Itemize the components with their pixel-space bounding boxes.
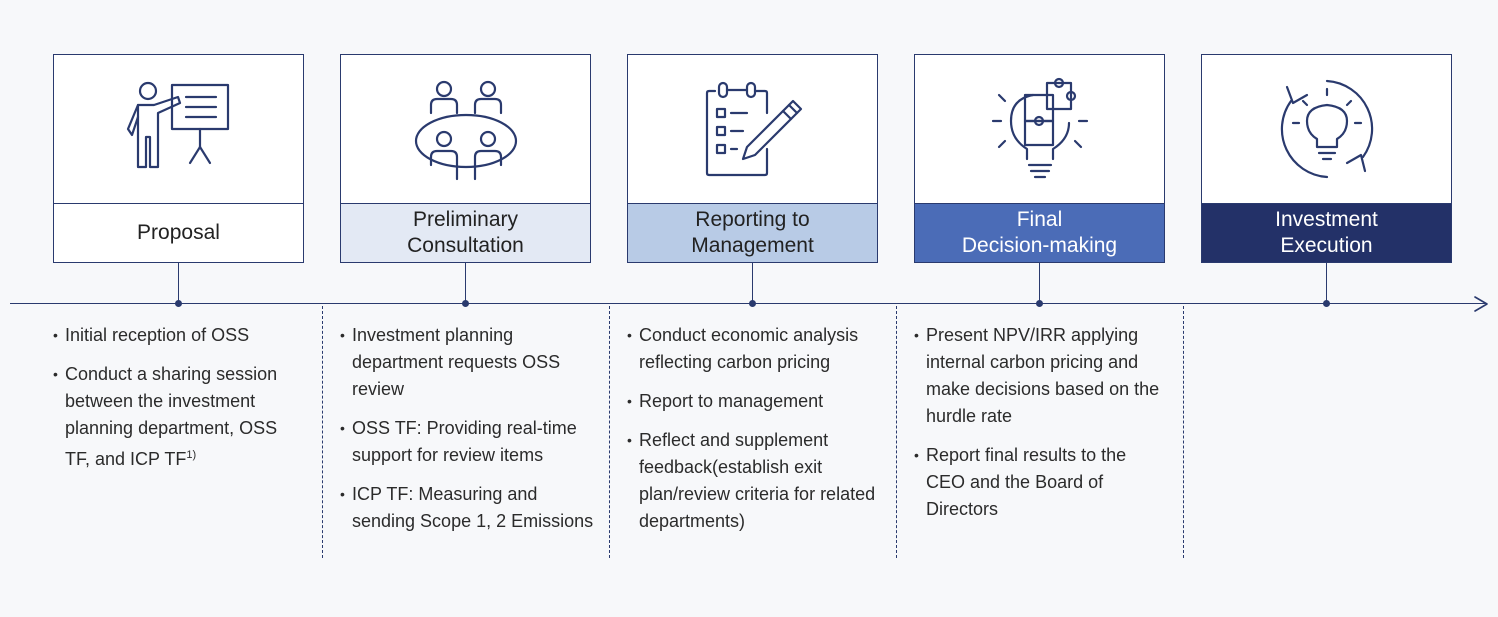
stage-proposal: Proposal: [53, 54, 304, 263]
stage-investment-execution: Investment Execution: [1201, 54, 1452, 263]
footnote-mark: 1): [186, 449, 197, 461]
description-preliminary-consultation: Investment planning department requests …: [340, 322, 595, 547]
description-final-decision-making: Present NPV/IRR applying internal carbon…: [914, 322, 1169, 535]
column-divider: [896, 306, 897, 558]
list-item: Present NPV/IRR applying internal carbon…: [914, 322, 1169, 430]
description-proposal: Initial reception of OSS Conduct a shari…: [53, 322, 303, 485]
list-item: Reflect and supplement feedback(establis…: [627, 427, 885, 535]
column-divider: [609, 306, 610, 558]
timeline-axis: [10, 303, 1485, 304]
list-item: Initial reception of OSS: [53, 322, 303, 349]
checklist-pen-icon: [628, 55, 877, 203]
description-reporting-to-management: Conduct economic analysis reflecting car…: [627, 322, 885, 547]
stage-final-decision-making: Final Decision-making: [914, 54, 1165, 263]
lightbulb-cycle-icon: [1202, 55, 1451, 203]
timeline-dot: [1323, 300, 1330, 307]
list-item: Conduct economic analysis reflecting car…: [627, 322, 885, 376]
lightbulb-puzzle-icon: [915, 55, 1164, 203]
meeting-icon: [341, 55, 590, 203]
connector-line: [178, 263, 179, 304]
list-item: Report final results to the CEO and the …: [914, 442, 1169, 523]
column-divider: [322, 306, 323, 558]
timeline-dot: [1036, 300, 1043, 307]
list-item: Conduct a sharing session between the in…: [53, 361, 303, 473]
list-item: ICP TF: Measuring and sending Scope 1, 2…: [340, 481, 595, 535]
stage-label: Investment Execution: [1202, 203, 1451, 262]
connector-line: [1326, 263, 1327, 304]
list-item: Report to management: [627, 388, 885, 415]
timeline-dot: [462, 300, 469, 307]
connector-line: [752, 263, 753, 304]
timeline-dot: [749, 300, 756, 307]
connector-line: [1039, 263, 1040, 304]
stage-label: Reporting to Management: [628, 203, 877, 262]
connector-line: [465, 263, 466, 304]
stage-reporting-to-management: Reporting to Management: [627, 54, 878, 263]
presenter-icon: [54, 55, 303, 203]
stage-preliminary-consultation: Preliminary Consultation: [340, 54, 591, 263]
stage-label: Final Decision-making: [915, 203, 1164, 262]
column-divider: [1183, 306, 1184, 558]
stage-label: Proposal: [54, 203, 303, 262]
list-item: Investment planning department requests …: [340, 322, 595, 403]
arrow-right-icon: [1474, 296, 1488, 312]
stage-label: Preliminary Consultation: [341, 203, 590, 262]
list-item: OSS TF: Providing real-time support for …: [340, 415, 595, 469]
timeline-dot: [175, 300, 182, 307]
